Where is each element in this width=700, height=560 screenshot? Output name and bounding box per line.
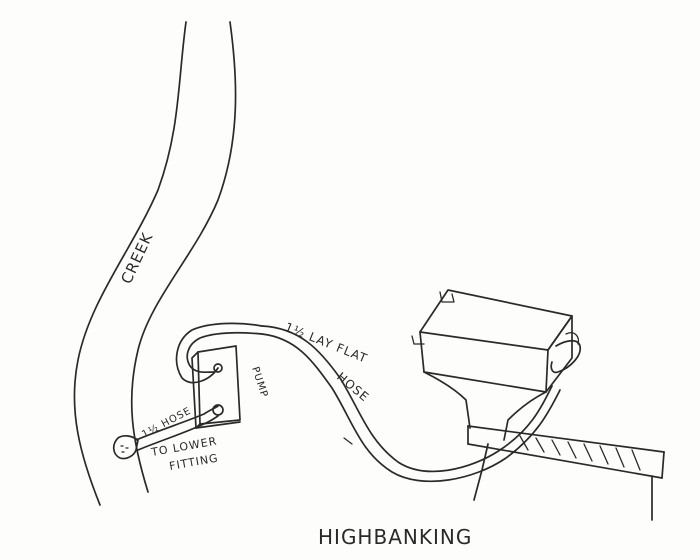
suction-hose-upper xyxy=(135,405,219,441)
layflat-hose-loop-inner xyxy=(186,331,263,374)
diagram-title: HIGHBANKING xyxy=(318,525,472,549)
sluice-box-tab-left xyxy=(439,291,455,303)
sluice-trough-top xyxy=(467,425,665,453)
suction-hose-lower xyxy=(137,415,219,451)
pump-box-bottom xyxy=(195,421,241,429)
layflat-hose-run-upper xyxy=(261,325,553,473)
layflat-hose-run-lower xyxy=(261,333,561,483)
sluice-inlet-fitting-2 xyxy=(565,332,580,345)
pump-outlet-fitting xyxy=(213,363,223,373)
sluice-inlet-fitting xyxy=(550,339,581,374)
sluice-trough-bottom xyxy=(467,443,663,479)
creek-right-bank xyxy=(130,21,237,493)
layflat-hose-kink xyxy=(343,437,353,445)
sluice-box-top xyxy=(419,289,573,351)
sluice-leg-front xyxy=(473,443,489,501)
intake-nozzle-holes xyxy=(120,445,129,453)
sluice-trough-end xyxy=(661,451,665,479)
sluice-box-side xyxy=(545,315,573,393)
pump-box-front xyxy=(197,345,241,425)
hopper-funnel xyxy=(423,371,547,441)
pump-label: PUMP xyxy=(249,366,269,400)
intake-nozzle xyxy=(112,434,139,460)
sluice-box-tab-right xyxy=(411,335,425,345)
pump-inlet-fitting xyxy=(212,404,224,416)
pump-box-side xyxy=(191,351,201,429)
sluice-riffles xyxy=(519,435,641,471)
layflat-hose-loop-outer xyxy=(175,322,263,384)
sluice-box-front xyxy=(419,331,549,393)
creek-left-bank xyxy=(73,21,187,506)
suction-hose-label: 1½ HOSE xyxy=(140,405,194,441)
layflat-hose-label-line1: 1½ LAY FLAT xyxy=(283,320,370,366)
